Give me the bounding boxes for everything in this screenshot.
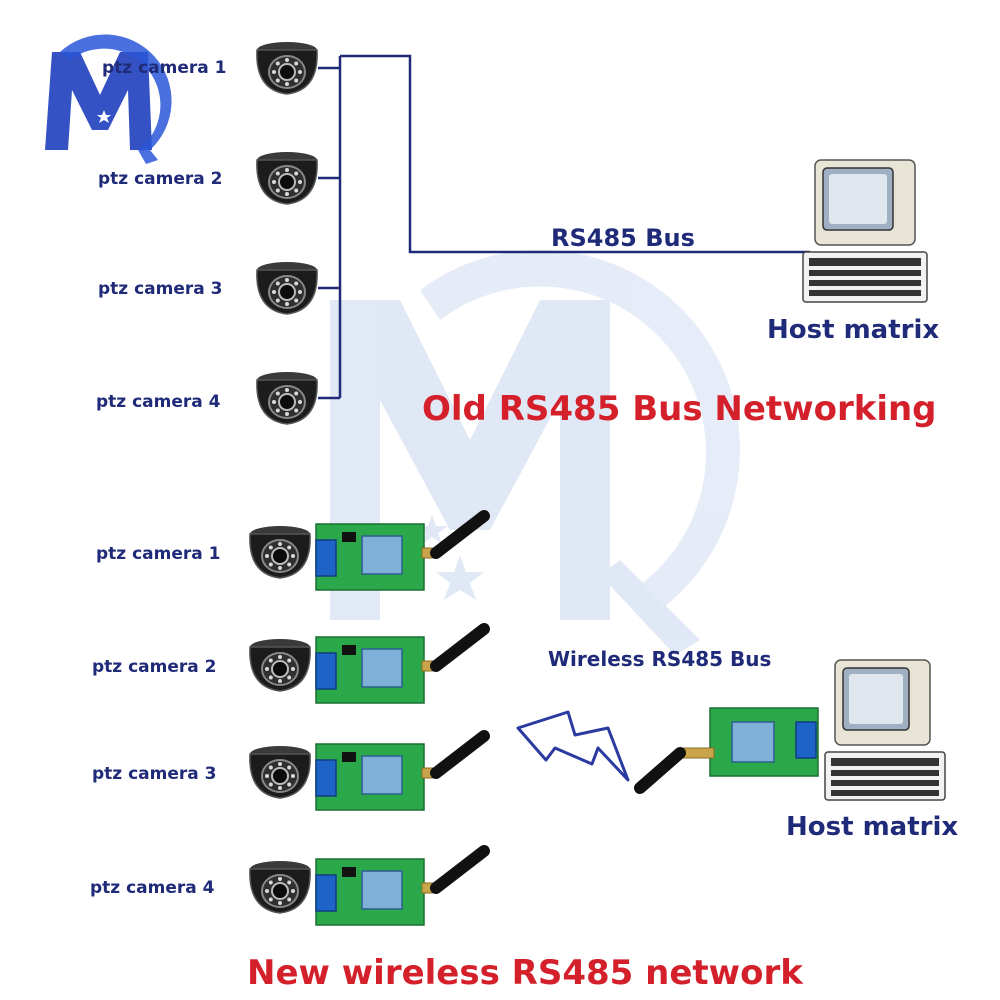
camera-label: ptz camera 1 (102, 58, 227, 78)
new-network-title: New wireless RS485 network (247, 953, 803, 993)
camera-label: ptz camera 4 (96, 392, 221, 412)
camera-label: ptz camera 2 (98, 169, 223, 189)
host-matrix-icon (802, 159, 928, 303)
wireless-module-icon (315, 845, 490, 926)
ptz-dome-camera-icon (249, 526, 311, 579)
lightning-icon (516, 710, 630, 782)
old-host-matrix-label: Host matrix (767, 315, 940, 345)
camera-label: ptz camera 1 (96, 544, 221, 564)
camera-label: ptz camera 2 (92, 657, 217, 677)
ptz-dome-camera-icon (256, 42, 318, 95)
wireless-module-icon (315, 510, 490, 591)
host-matrix-icon (824, 659, 946, 801)
logo-mq (45, 34, 172, 165)
wireless-module-icon (315, 730, 490, 811)
camera-label: ptz camera 4 (90, 878, 215, 898)
rs485-bus-label: RS485 Bus (551, 224, 695, 252)
watermark-logo (330, 250, 740, 655)
ptz-dome-camera-icon (249, 746, 311, 799)
camera-label: ptz camera 3 (98, 279, 223, 299)
bus-to-host-wire (340, 54, 810, 254)
wireless-bus-label: Wireless RS485 Bus (548, 647, 772, 671)
camera-label: ptz camera 3 (92, 764, 217, 784)
ptz-dome-camera-icon (256, 262, 318, 315)
ptz-dome-camera-icon (256, 152, 318, 205)
ptz-dome-camera-icon (249, 861, 311, 914)
wireless-module-icon (634, 707, 819, 794)
ptz-dome-camera-icon (256, 372, 318, 425)
wireless-module-icon (315, 623, 490, 704)
new-host-matrix-label: Host matrix (786, 812, 959, 842)
ptz-dome-camera-icon (249, 639, 311, 692)
old-network-title: Old RS485 Bus Networking (422, 389, 937, 429)
